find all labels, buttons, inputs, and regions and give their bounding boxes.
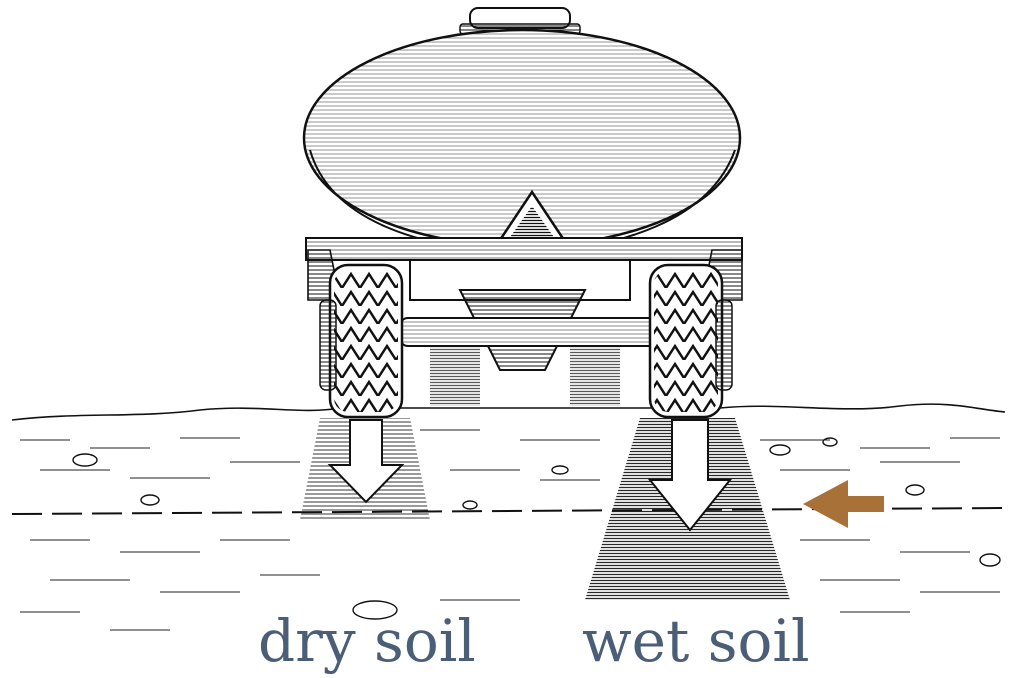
tire-left-icon — [320, 265, 402, 417]
tire-right-icon — [650, 265, 732, 417]
ground — [12, 404, 1005, 630]
dry-soil-label: dry soil — [258, 604, 476, 678]
wet-soil-label: wet soil — [582, 604, 810, 678]
direction-arrow-icon — [803, 480, 884, 528]
